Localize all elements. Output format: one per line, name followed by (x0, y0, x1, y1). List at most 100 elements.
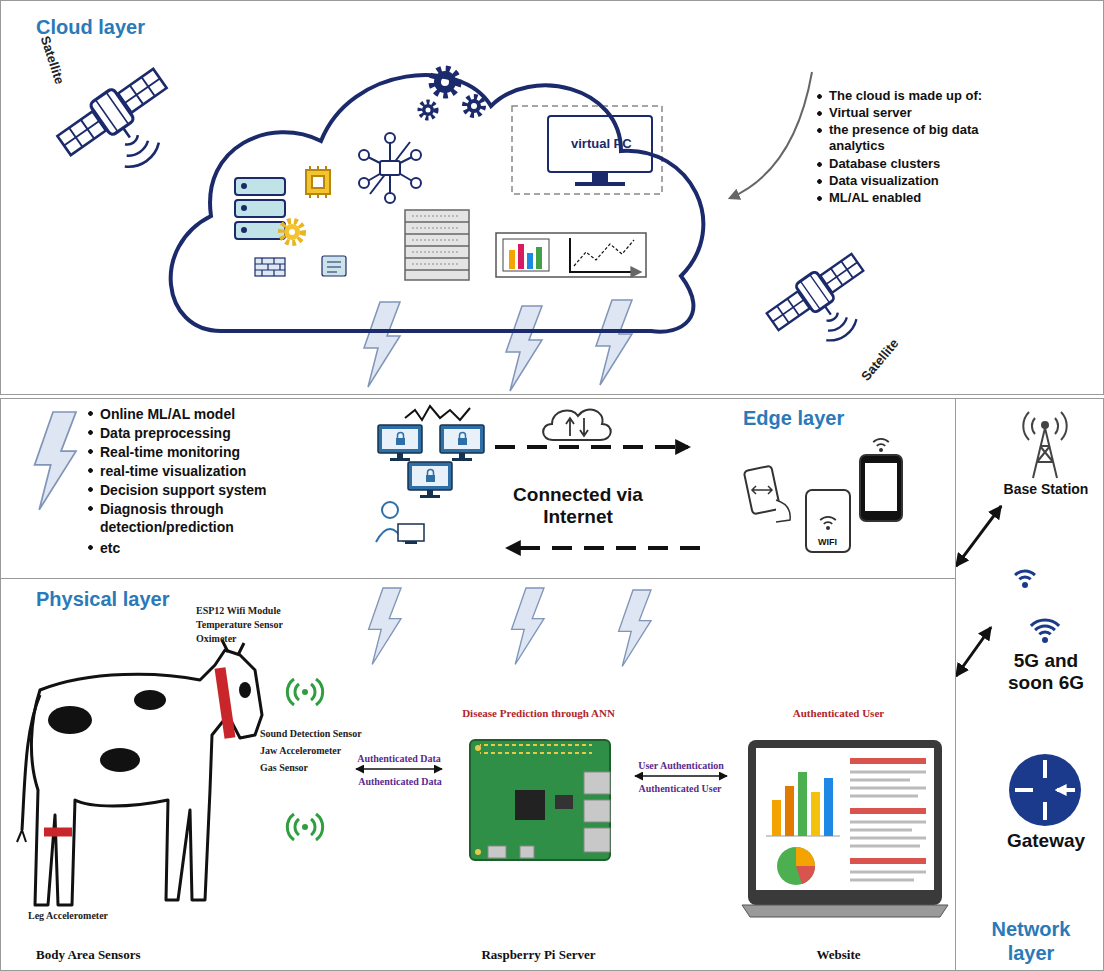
lightning-edge-physical (369, 588, 401, 665)
wireless-signal-icons (287, 814, 322, 840)
list-item: ML/AL enabled (815, 190, 921, 206)
device-label: WIFI (818, 537, 837, 548)
cloud-layer-panel: Cloud layervirtual PC (0, 0, 1104, 395)
connector-label: User Authentication (636, 760, 726, 772)
rack-icon (412, 216, 460, 264)
chart-icons (503, 239, 549, 271)
wireless-signal-icons (302, 689, 308, 695)
mobile-device-icons (776, 500, 790, 522)
network-hub-icon (359, 133, 421, 203)
layer-title: Edge layer (743, 406, 844, 430)
link-note: Authenticated User (630, 783, 730, 795)
wireless-signal-icons (287, 679, 322, 705)
list-item: Online ML/AL model (86, 405, 235, 423)
trend-icon (405, 406, 470, 420)
chart-icons (496, 233, 646, 277)
connector-arrow (635, 775, 727, 777)
raspberry-pi-board (488, 846, 506, 858)
laptop-illustration (777, 847, 815, 885)
satellite-left (53, 62, 194, 194)
internet-cloud-icon (543, 410, 611, 440)
base-station-icon (1023, 412, 1066, 440)
sensor-label: Sound Detection Sensor (260, 728, 362, 740)
virtual-pc-icon (575, 182, 625, 186)
cow-illustration (44, 828, 72, 837)
cow-illustration (134, 690, 166, 710)
cow-illustration (48, 706, 92, 734)
laptop-illustration (824, 778, 833, 836)
list-item: the presence of big data analytics (815, 122, 1024, 154)
sensor-label: Gas Sensor (260, 762, 308, 774)
sensor-label: ESP12 Wifi Module (196, 605, 281, 617)
list-item: Data visualization (815, 173, 939, 189)
internet-cloud-icon (543, 410, 611, 440)
layer-title: Network layer (976, 917, 1086, 965)
firewall-icons (255, 258, 285, 276)
mobile-device-icons (752, 486, 772, 494)
workstation-icons (440, 425, 484, 461)
wifi-icon (1031, 620, 1059, 634)
network-layer-panel: Network layerBase Station5G and soon 6GG… (955, 398, 1104, 971)
network-label: 5G and soon 6G (1001, 650, 1091, 694)
chart-icons (496, 233, 646, 277)
workstation-icons (378, 425, 422, 461)
mobile-device-icons (744, 466, 781, 515)
laptop-illustration (742, 740, 948, 917)
server-icon (306, 170, 330, 194)
workstation-icons (382, 502, 398, 518)
workstation-icons (376, 425, 484, 544)
wireless-signal-icons (287, 679, 322, 840)
dashed-arrows (495, 445, 688, 449)
mobile-device-icons (860, 455, 902, 521)
pointer-arrow (730, 72, 812, 198)
network-hub-icon (411, 178, 421, 188)
server-icon (242, 184, 246, 188)
laptop-illustration (756, 748, 934, 890)
cow-illustration (239, 682, 251, 698)
connector-arrow (956, 506, 1001, 566)
firewall-icons (327, 262, 341, 272)
chart-icons (518, 244, 524, 269)
mobile-device-icons (806, 490, 850, 552)
lightning-edge-physical (619, 590, 651, 667)
server-icon (235, 166, 330, 243)
laptop-illustration (742, 905, 948, 917)
mobile-device-icons (879, 448, 883, 452)
cow-illustration (31, 650, 262, 905)
chart-icons (527, 253, 533, 269)
pointer-arrow (730, 72, 812, 198)
laptop-illustration (798, 772, 807, 836)
sensor-label: Oximeter (196, 633, 237, 645)
list-item: real-time visualization (86, 462, 246, 480)
mobile-device-icons (820, 517, 836, 524)
dashed-arrows (508, 546, 700, 550)
device-label: Base Station (991, 481, 1101, 498)
laptop-illustration (850, 758, 926, 764)
cow-illustration (17, 640, 262, 905)
chart-icons (574, 240, 634, 266)
server-icon (284, 224, 300, 240)
server-icon (242, 206, 246, 210)
lightning-edge-physical (512, 588, 544, 665)
lightning-edge (35, 412, 76, 510)
trend-icon (405, 406, 470, 420)
satellite-right (763, 248, 888, 365)
satellite-label: Satellite (37, 34, 67, 86)
cow-illustration (22, 695, 40, 830)
network-hub-icon (366, 140, 414, 196)
laptop-illustration (796, 847, 815, 866)
cloud-outline (151, 46, 721, 346)
server-icon (289, 229, 295, 235)
gear-icons (467, 99, 481, 113)
workstation-icons (405, 541, 417, 544)
workstation-icons (398, 524, 424, 541)
network-hub-icon (411, 150, 421, 160)
server-icon (281, 221, 303, 243)
server-icon (312, 176, 324, 188)
laptop-illustration (850, 808, 926, 814)
raspberry-pi-board (520, 846, 534, 858)
server-icon (310, 166, 326, 198)
raspberry-pi-board (584, 772, 610, 794)
physical-layer-panel: Physical layerBody Area SensorsDisease P… (0, 578, 956, 971)
chart-icons (536, 247, 542, 269)
